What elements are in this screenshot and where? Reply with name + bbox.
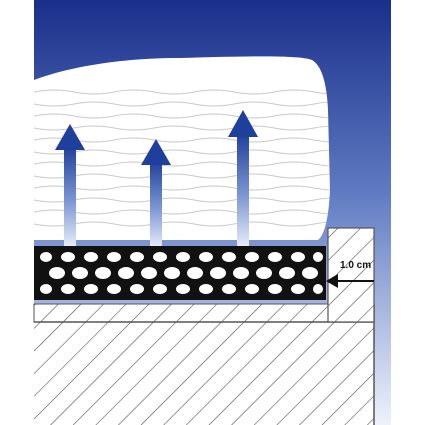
thickness-label: 1.0 cm xyxy=(340,260,371,271)
mesh-layer xyxy=(34,246,326,300)
arrow-left-icon xyxy=(326,274,374,288)
side-wall xyxy=(327,227,375,323)
foam-pad xyxy=(34,56,330,240)
arrow-up-icon-right xyxy=(228,110,258,246)
arrow-up-icon-left xyxy=(55,124,85,246)
arrow-up-icon-middle xyxy=(141,139,171,247)
base-block xyxy=(33,303,375,425)
